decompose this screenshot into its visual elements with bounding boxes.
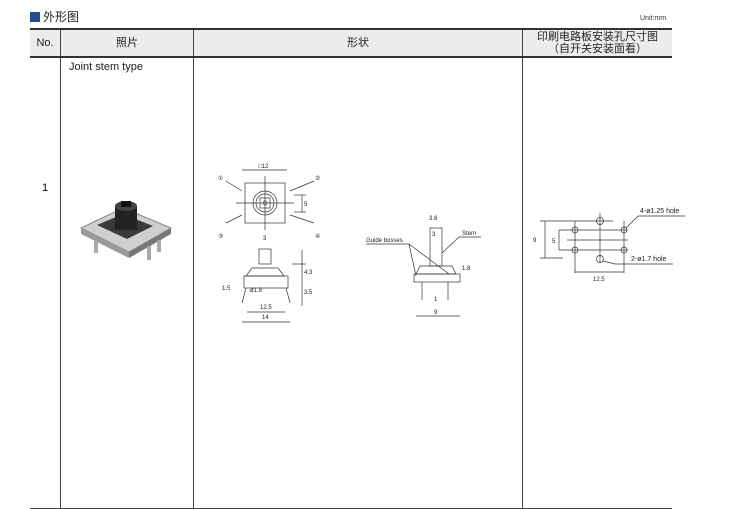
- dimension-drawing: □12 5 ① ② ③ ④ 3 4.3 3.5 1.5 ø1.8 12.5 14…: [218, 164, 481, 323]
- dim-9: 9: [434, 310, 438, 316]
- header-pcb-line1: 印刷电路板安装孔尺寸图: [537, 31, 658, 43]
- pcb-hole4-label: 4-ø1.25 hole: [640, 208, 679, 215]
- header-pcb: 印刷电路板安装孔尺寸图（自开关安装面看）: [522, 28, 672, 58]
- section-marker-icon: [30, 11, 40, 22]
- dim-five: 5: [304, 202, 308, 208]
- stem-label: Stem: [462, 231, 476, 237]
- section-title: 外形图: [30, 8, 79, 25]
- terminal-4: ④: [315, 233, 320, 240]
- table-row: 1 Joint stem type □12 5 ① ② ③ ④ 3 4.3 3.…: [30, 57, 685, 509]
- dim-height-43: 4.3: [304, 270, 313, 276]
- header-photo: 照片: [60, 28, 194, 58]
- guide-bosses-label: Guide bosses: [366, 238, 403, 244]
- dim-18: 1.8: [462, 266, 471, 272]
- photo-cell: Joint stem type: [60, 57, 194, 509]
- pcb-dim-9: 9: [533, 238, 537, 244]
- dim-side-3: 3: [432, 232, 436, 238]
- dim-top-size: □12: [258, 164, 269, 170]
- pcb-hole-drawing: 9 5 12.5 4-ø1.25 hole 2-ø1.7 hole: [533, 208, 685, 283]
- terminal-1: ①: [218, 175, 223, 182]
- photo-label: Joint stem type: [69, 61, 143, 73]
- header-no: No.: [30, 28, 61, 58]
- pcb-dim-5: 5: [552, 239, 556, 245]
- terminal-2: ②: [315, 175, 320, 182]
- switch-photo: [79, 201, 173, 260]
- terminal-3: ③: [218, 233, 223, 240]
- dim-14: 14: [262, 315, 269, 321]
- row-number: 1: [30, 57, 61, 509]
- unit-label: Unit:mm: [640, 15, 667, 22]
- outline-table: No. 照片 形状 印刷电路板安装孔尺寸图（自开关安装面看） 1 Joint s…: [30, 28, 685, 509]
- pcb-cell: 9 5 12.5 4-ø1.25 hole 2-ø1.7 hole: [522, 57, 685, 509]
- section-title-text: 外形图: [43, 10, 80, 24]
- dim-15: 1.5: [222, 286, 231, 292]
- dim-stem-width: 3: [263, 236, 267, 242]
- shape-cell: □12 5 ① ② ③ ④ 3 4.3 3.5 1.5 ø1.8 12.5 14…: [193, 57, 523, 509]
- pcb-dim-125: 12.5: [593, 277, 605, 283]
- header-shape: 形状: [193, 28, 523, 58]
- pcb-hole2-label: 2-ø1.7 hole: [631, 256, 667, 263]
- dim-phi: ø1.8: [250, 288, 263, 294]
- dim-height-35: 3.5: [304, 290, 313, 296]
- dim-1: 1: [434, 297, 438, 303]
- dim-125: 12.5: [260, 305, 272, 311]
- dim-38: 3.8: [429, 216, 438, 222]
- header-pcb-line2: （自开关安装面看）: [548, 43, 647, 55]
